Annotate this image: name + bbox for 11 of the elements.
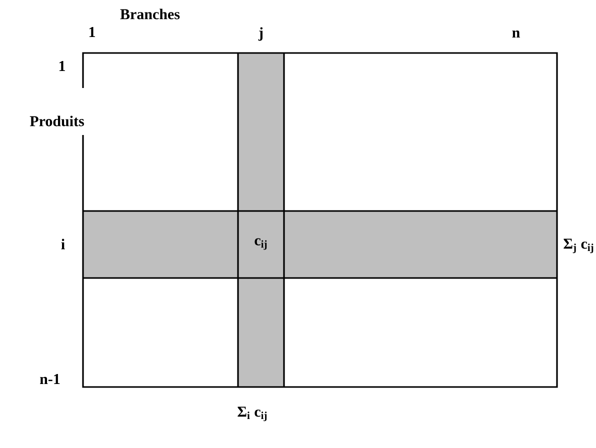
index-label: n bbox=[512, 30, 520, 38]
cell-label: c$_{ij}$ bbox=[254, 238, 267, 250]
sum-label: Σ$_{i}$ c$_{ij}$ bbox=[238, 406, 267, 422]
index-label: n-1 bbox=[40, 374, 60, 384]
index-label: j bbox=[258, 27, 263, 41]
sum-label: Σ$_{j}$ c$_{ij}$ bbox=[564, 238, 594, 254]
index-label: i bbox=[61, 238, 65, 250]
axis-title: Produits bbox=[30, 116, 84, 126]
index-label: 1 bbox=[89, 27, 95, 37]
index-label: 1 bbox=[59, 61, 65, 71]
axis-title: Branches bbox=[120, 8, 180, 20]
